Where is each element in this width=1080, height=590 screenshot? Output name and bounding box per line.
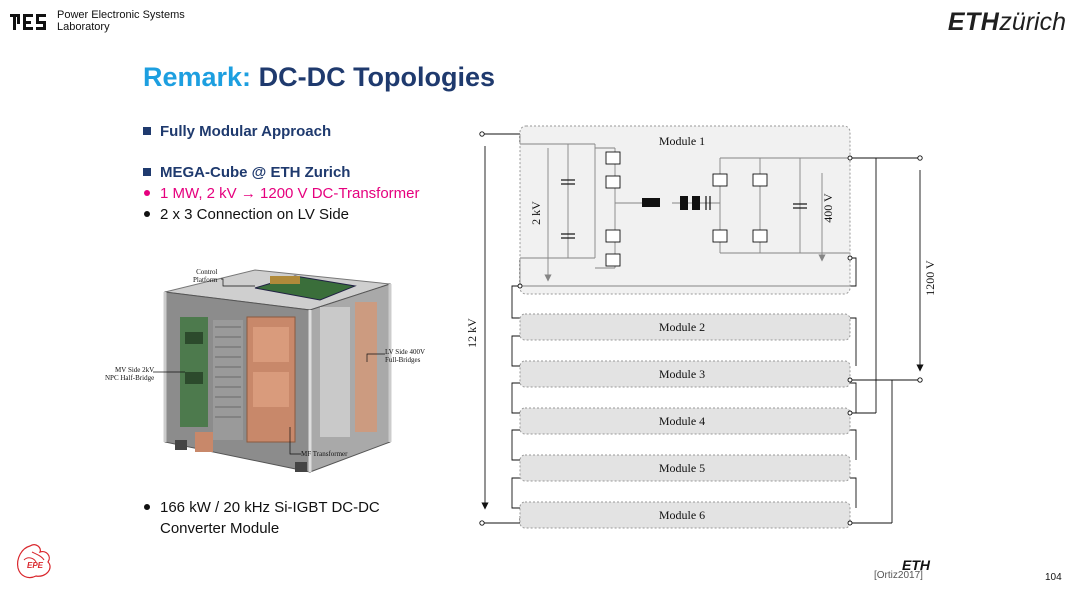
org-name-line1: Power Electronic Systems bbox=[57, 9, 185, 21]
page-number: 104 bbox=[1045, 572, 1062, 583]
bullet-line2: Converter Module bbox=[160, 520, 280, 537]
bullet-module-rating: 166 kW / 20 kHz Si-IGBT DC-DC Converter … bbox=[143, 497, 380, 539]
epe-logo-icon: EPE bbox=[17, 544, 51, 579]
bullet-text: Fully Modular Approach bbox=[160, 123, 332, 140]
eth-zurich-logo: ETHzürich bbox=[948, 8, 1066, 37]
bullet-power-rating: 1 MW, 2 kV → 1200 V DC-Transformer bbox=[143, 185, 420, 202]
dot-bullet-icon bbox=[144, 504, 150, 510]
module-1-label: Module 1 bbox=[659, 134, 705, 148]
dc-dc-circuit-diagram: Module 1 Module 2 Module 3 Module 4 Modu… bbox=[465, 125, 937, 529]
square-bullet-icon bbox=[143, 168, 151, 176]
caption-mv-line2: NPC Half-Bridge bbox=[105, 374, 155, 382]
module-3-label: Module 3 bbox=[659, 367, 705, 381]
caption-control-line1: Control bbox=[196, 268, 218, 276]
dot-bullet-icon bbox=[144, 211, 150, 217]
epe-logo-text: EPE bbox=[27, 561, 44, 570]
title-remark: Remark: bbox=[143, 62, 252, 92]
caption-lv-side: LV Side 400V Full-Bridges bbox=[385, 348, 425, 364]
citation: [Ortiz2017] bbox=[874, 570, 923, 581]
voltage-2kv-label: 2 kV bbox=[529, 201, 543, 225]
bullet-mega-cube: MEGA-Cube @ ETH Zurich bbox=[143, 164, 350, 181]
square-bullet-icon bbox=[143, 127, 151, 135]
module-2-label: Module 2 bbox=[659, 320, 705, 334]
bullet-line1: 166 kW / 20 kHz Si-IGBT DC-DC bbox=[160, 499, 380, 516]
eth-logo-bold: ETH bbox=[947, 8, 1000, 36]
footer-eth-logo: ETH bbox=[902, 557, 930, 573]
caption-control-line2: Platform bbox=[193, 276, 218, 284]
caption-mv-line1: MV Side 2kV bbox=[115, 366, 155, 374]
bullet-text: 1 MW, 2 kV → 1200 V DC-Transformer bbox=[160, 185, 420, 202]
pes-logo-icon bbox=[10, 14, 46, 30]
eth-logo-rest: zürich bbox=[999, 8, 1066, 36]
converter-module-photo: Control Platform MV Side 2kV NPC Half-Br… bbox=[105, 262, 440, 480]
org-name: Power Electronic Systems Laboratory bbox=[57, 9, 185, 33]
org-name-line2: Laboratory bbox=[57, 21, 110, 33]
caption-lv-line2: Full-Bridges bbox=[385, 356, 421, 364]
voltage-1200v-label: 1200 V bbox=[923, 260, 937, 296]
voltage-400v-label: 400 V bbox=[821, 193, 835, 223]
bullet-lv-connection: 2 x 3 Connection on LV Side bbox=[143, 206, 349, 223]
module-5-label: Module 5 bbox=[659, 461, 705, 475]
bullet-text: 2 x 3 Connection on LV Side bbox=[160, 206, 350, 223]
voltage-12kv-label: 12 kV bbox=[465, 318, 479, 348]
title-topic: DC-DC Topologies bbox=[258, 62, 496, 92]
caption-control-platform: Control Platform bbox=[193, 268, 218, 284]
module-6-label: Module 6 bbox=[659, 508, 705, 522]
slide-title: Remark: DC-DC Topologies bbox=[143, 62, 495, 93]
bullet-text: MEGA-Cube @ ETH Zurich bbox=[160, 164, 351, 181]
bullet-modular-approach: Fully Modular Approach bbox=[143, 123, 331, 140]
caption-mf-transformer: MF Transformer bbox=[301, 450, 348, 458]
dot-bullet-icon bbox=[144, 190, 150, 196]
module-4-label: Module 4 bbox=[659, 414, 705, 428]
converter-module-illustration bbox=[153, 269, 392, 473]
caption-lv-line1: LV Side 400V bbox=[385, 348, 426, 356]
caption-mv-side: MV Side 2kV NPC Half-Bridge bbox=[105, 366, 154, 382]
